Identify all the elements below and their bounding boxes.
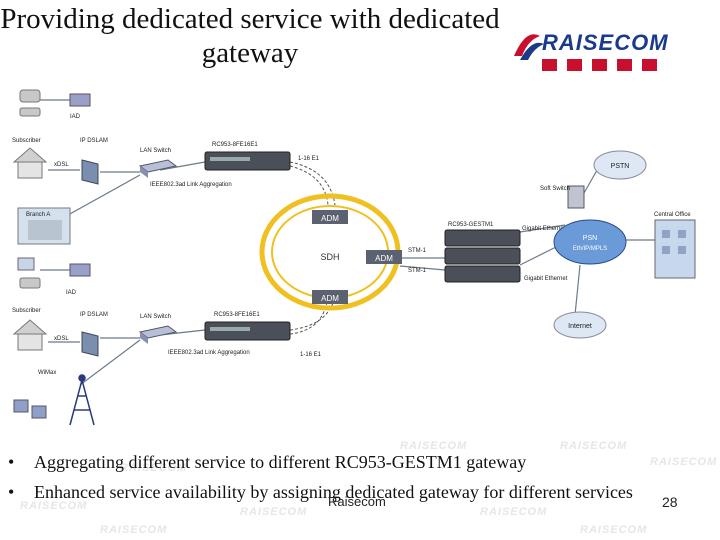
watermark: RAISECOM <box>20 500 88 512</box>
iad-icon <box>69 93 91 107</box>
wimax-tower-icon <box>69 374 95 426</box>
iad-mid-label: IAD <box>66 290 77 296</box>
page-title: Providing dedicated service with dedicat… <box>0 3 500 69</box>
psn-label: PSN <box>583 235 597 242</box>
link-lines <box>40 99 655 386</box>
watermark: RAISECOM <box>120 462 188 474</box>
xdsl-top-label: xDSL <box>54 162 69 168</box>
device-top-label: RC953-8FE16E1 <box>212 142 258 148</box>
gestm1-gateway-b <box>444 247 521 265</box>
gigabit-a-label: Gigabit Ethernet <box>522 226 566 232</box>
house-icon <box>12 147 48 179</box>
ip-dslam-top-label: IP DSLAM <box>80 138 108 144</box>
lan-switch-icon <box>138 325 178 344</box>
stm1-a-label: STM-1 <box>408 248 427 254</box>
stm1-b-label: STM-1 <box>408 268 427 274</box>
watermark: RAISECOM <box>240 506 308 518</box>
watermark: RAISECOM <box>100 524 168 536</box>
house-icon <box>12 319 48 351</box>
rc953-device-top <box>204 151 291 171</box>
ieee-top-label: IEEE802.3ad Link Aggregation <box>150 182 232 188</box>
subscriber-top-label: Subscriber <box>12 138 41 144</box>
adm-node-top: ADM <box>312 210 348 224</box>
watermark: RAISECOM <box>650 456 718 468</box>
gestm1-label: RC953-GESTM1 <box>448 222 494 228</box>
bullet-marker: • <box>8 482 15 502</box>
lan-switch-bottom-label: LAN Switch <box>140 314 171 320</box>
gestm1-gateway-a <box>444 229 521 247</box>
psn-sub-label: Eth/IP/MPLS <box>573 246 607 252</box>
footer-company: Raisecom <box>328 494 386 509</box>
sdh-label: SDH <box>320 252 339 262</box>
pstn-cloud-icon <box>593 150 647 180</box>
gigabit-b-label: Gigabit Ethernet <box>524 276 568 282</box>
central-office-icon <box>654 219 696 279</box>
logo-mark-icon <box>514 34 544 60</box>
page-number: 28 <box>662 494 678 510</box>
pstn-label: PSTN <box>611 163 630 170</box>
watermark: RAISECOM <box>560 440 628 452</box>
psn-cloud-icon <box>553 219 627 265</box>
gestm1-gateway-c <box>444 265 521 283</box>
bullet-marker: • <box>8 452 15 472</box>
iad-top-label: IAD <box>70 114 81 120</box>
xdsl-bottom-label: xDSL <box>54 336 69 342</box>
phone-icon <box>19 89 41 117</box>
subscriber-bottom-label: Subscriber <box>12 308 41 314</box>
computer-icon <box>17 257 35 271</box>
dslam-icon <box>81 331 99 357</box>
adm-bottom-label: ADM <box>321 294 339 303</box>
lan-switch-icon <box>138 159 178 178</box>
lan-switch-top-label: LAN Switch <box>140 148 171 154</box>
rc953-device-bottom <box>204 321 291 341</box>
e1-bottom-label: 1-16 E1 <box>300 352 322 358</box>
bullet-text: Enhanced service availability by assigni… <box>34 482 633 502</box>
logo-wordmark: RAISECOM <box>542 30 669 55</box>
wimax-label: WiMax <box>38 370 56 376</box>
company-logo: RAISECOM <box>502 22 692 78</box>
user-cluster-icon <box>13 399 47 419</box>
soft-switch-icon <box>567 185 585 209</box>
dslam-icon <box>81 159 99 185</box>
iad-icon <box>69 263 91 277</box>
adm-node-right: ADM <box>366 250 402 264</box>
logo-chinese-mark <box>542 58 682 72</box>
ip-dslam-bottom-label: IP DSLAM <box>80 312 108 318</box>
ieee-bottom-label: IEEE802.3ad Link Aggregation <box>168 350 250 356</box>
branch-building-icon <box>17 207 71 245</box>
network-diagram: ADM ADM ADM SDH IAD Subscriber xDSL IP D… <box>12 89 696 426</box>
phone-icon <box>19 277 41 289</box>
bullet-text: Aggregating different service to differe… <box>34 452 527 472</box>
internet-cloud-icon <box>553 311 607 339</box>
watermark: RAISECOM <box>480 506 548 518</box>
adm-node-bottom: ADM <box>312 290 348 304</box>
watermark: RAISECOM <box>400 440 468 452</box>
adm-top-label: ADM <box>321 214 339 223</box>
branch-label: Branch A <box>26 212 50 218</box>
device-bottom-label: RC953-8FE16E1 <box>214 312 260 318</box>
internet-label: Internet <box>568 323 592 330</box>
adm-right-label: ADM <box>375 254 393 263</box>
central-office-label: Central Office <box>654 212 691 218</box>
stm1-link-b <box>399 265 446 271</box>
e1-top-label: 1-16 E1 <box>298 156 320 162</box>
soft-switch-label: Soft Switch <box>540 186 570 192</box>
watermark: RAISECOM <box>580 524 648 536</box>
